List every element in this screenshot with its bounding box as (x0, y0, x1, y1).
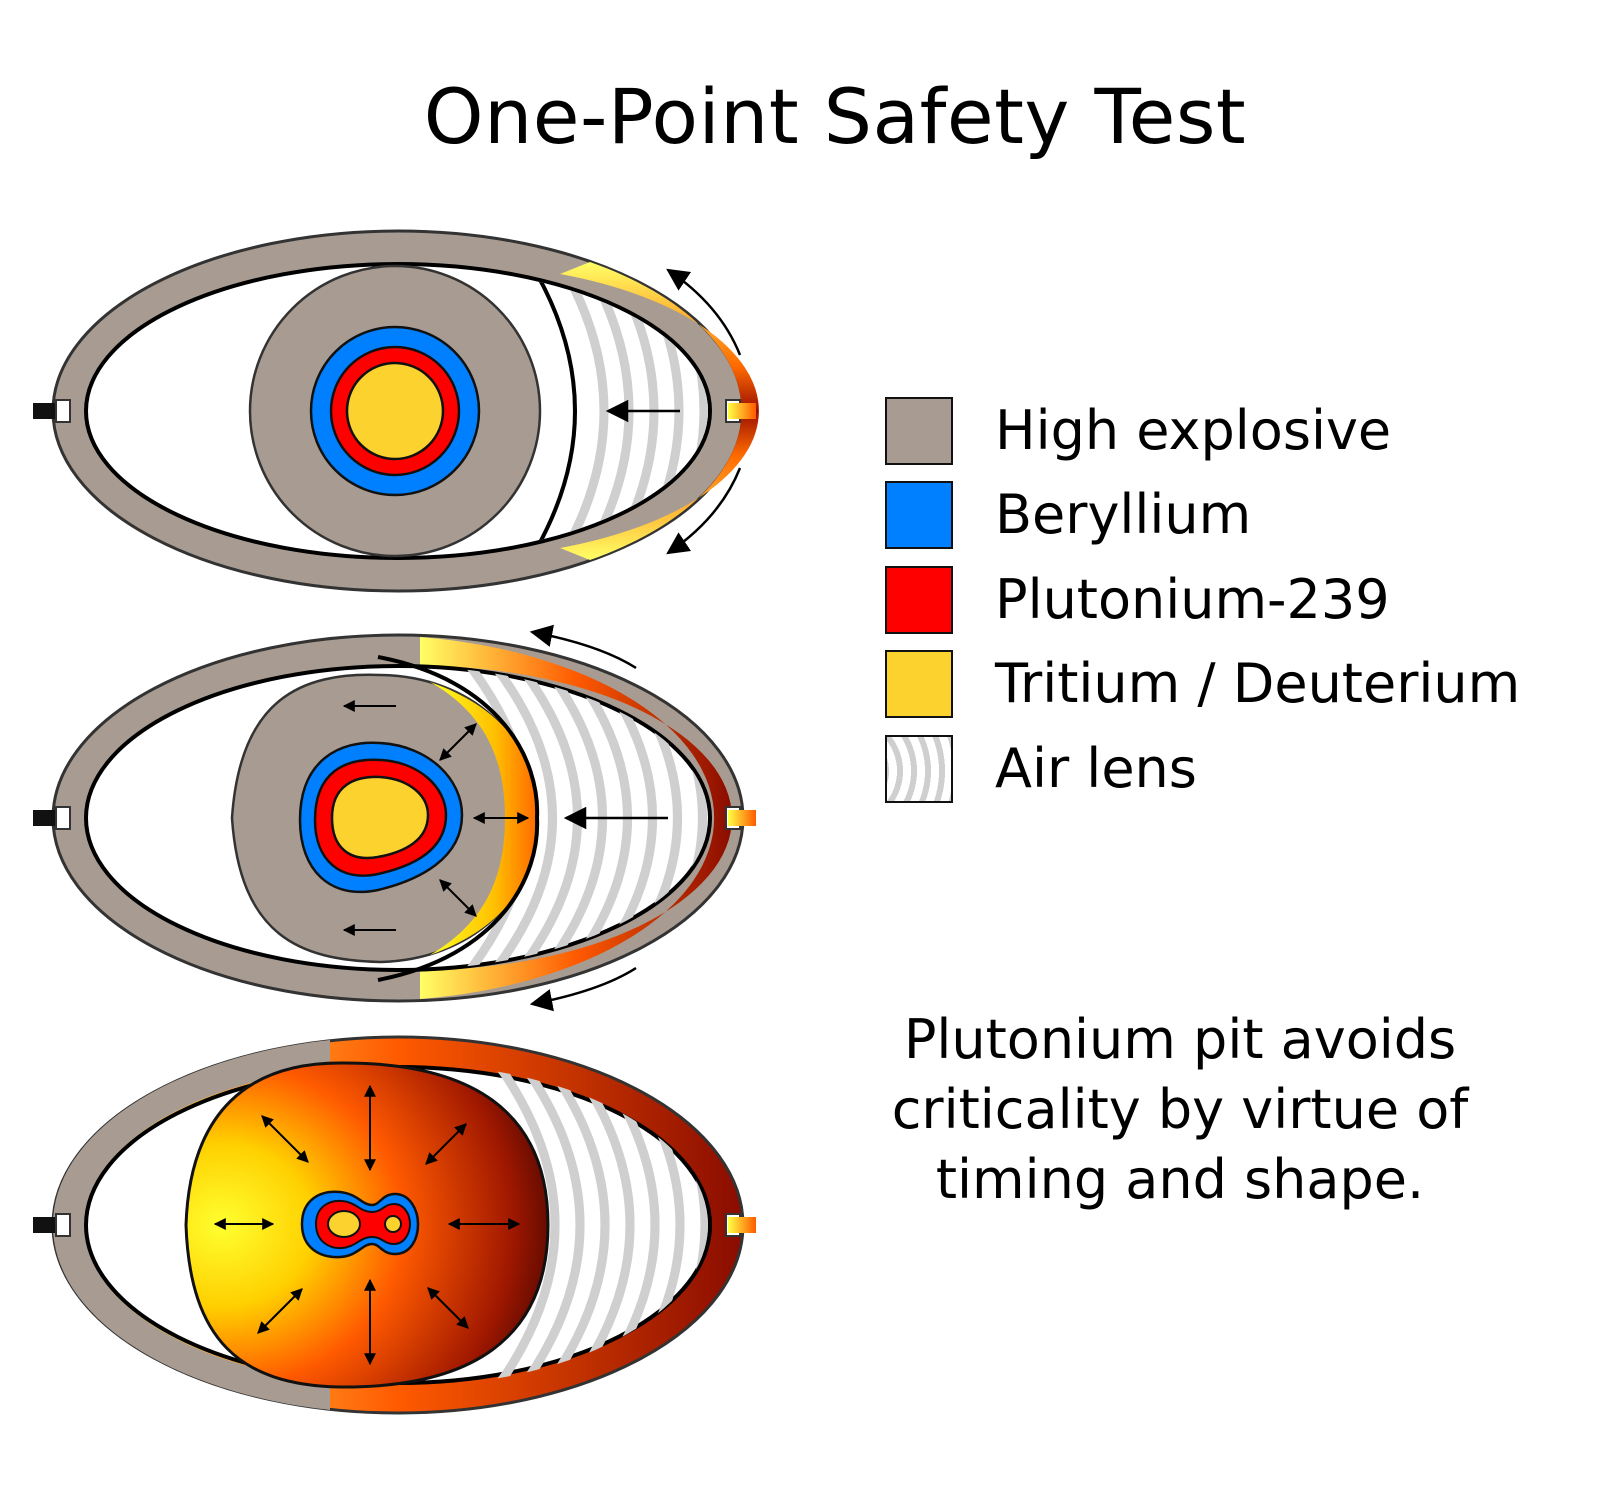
legend-label: Air lens (995, 737, 1197, 800)
stage-3-diagram (33, 1035, 756, 1415)
stage-3-tritium-right (384, 1215, 402, 1233)
legend-swatch (885, 650, 953, 718)
legend-label: Tritium / Deuterium (995, 652, 1521, 715)
stage-2-upper-arrow (529, 624, 637, 670)
legend-item-beryllium: Beryllium (885, 481, 1585, 551)
legend-swatch (885, 735, 953, 803)
stage-2-lower-arrow (529, 966, 637, 1012)
stage-1-upper-arrow (666, 268, 742, 356)
page-title: One-Point Safety Test (423, 72, 1247, 161)
stage-1-lower-arrow (666, 467, 742, 555)
stage-3-tritium-left (327, 1210, 361, 1238)
stage-3-casing-left (52, 1040, 331, 1410)
legend-swatch (885, 397, 953, 465)
legend-item-plutonium: Plutonium-239 (885, 566, 1585, 636)
stage-3-expansion-arrows (213, 1084, 521, 1366)
legend-item-tritium: Tritium / Deuterium (885, 650, 1585, 720)
legend-label: High explosive (995, 399, 1392, 462)
legend-item-high-explosive: High explosive (885, 397, 1585, 467)
legend-swatch (885, 566, 953, 634)
stage-1-diagram (33, 229, 759, 593)
legend-label: Plutonium-239 (995, 568, 1390, 631)
stage-2-diagram (33, 624, 756, 1012)
legend-label: Beryllium (995, 483, 1252, 546)
stage-2-tritium (330, 775, 430, 860)
legend-swatch (885, 481, 953, 549)
caption-text: Plutonium pit avoids criticality by virt… (891, 1008, 1469, 1211)
legend-item-air-lens: Air lens (885, 735, 1585, 805)
stage-2-burn-front (430, 682, 537, 955)
stage-1-tritium (345, 361, 445, 461)
